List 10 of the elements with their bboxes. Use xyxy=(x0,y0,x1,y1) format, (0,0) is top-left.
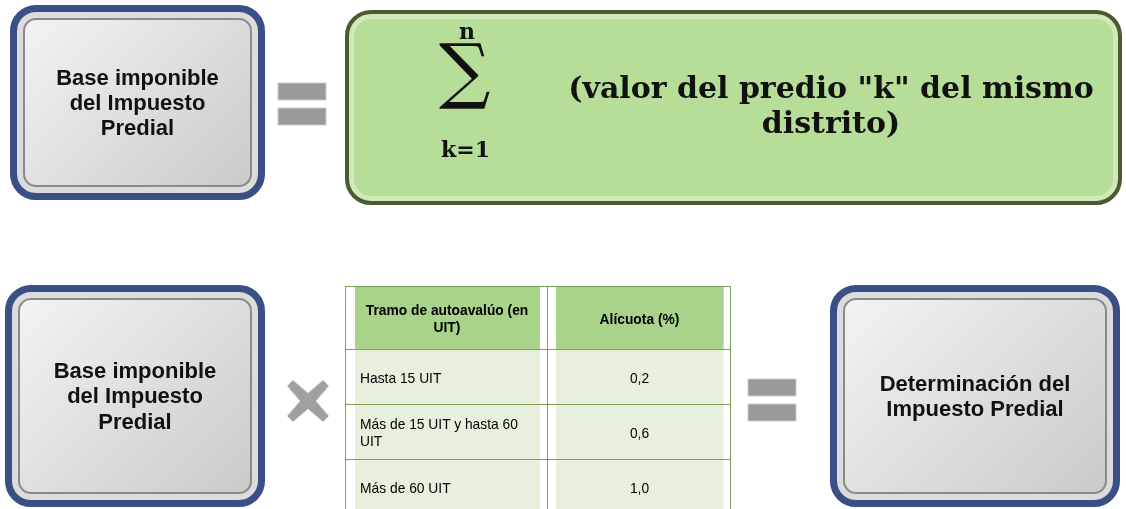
box-text: Base imponible del Impuesto Predial xyxy=(55,64,220,141)
formula-box xyxy=(345,10,1122,205)
lower-limit: k=1 xyxy=(441,136,490,162)
concept-box xyxy=(5,285,265,507)
concept-box xyxy=(830,285,1120,507)
formula-text: (valor del predio "k" del mismo distrito) xyxy=(567,70,1095,140)
concept-box xyxy=(10,5,265,200)
table-cell: Más de 60 UIT xyxy=(353,459,540,509)
box-text: Determinación del Impuesto Predial xyxy=(878,370,1072,422)
box-text: Base imponible del Impuesto Predial xyxy=(52,358,218,434)
